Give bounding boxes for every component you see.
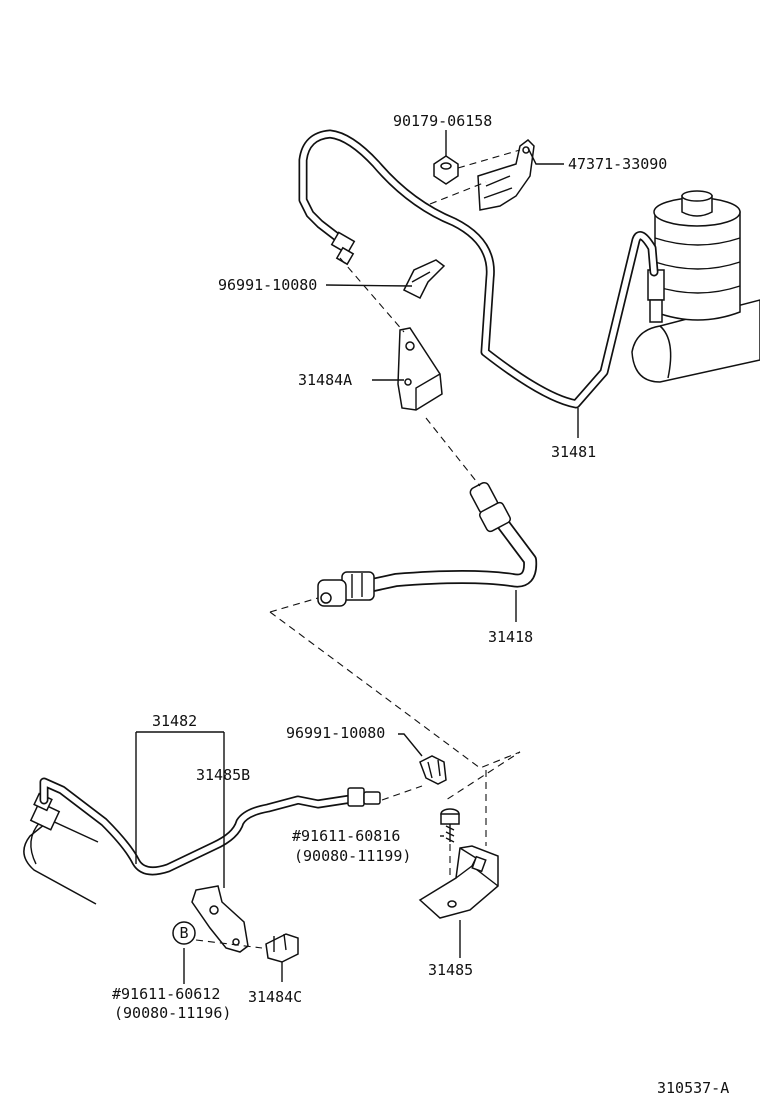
brake-tube-31482 [39, 777, 381, 876]
label-90179-06158: 90179-06158 [393, 112, 492, 130]
label-31485b: 31485B [196, 766, 250, 784]
label-31482: 31482 [152, 712, 197, 730]
label-91611-60816: #91611-60816 [292, 827, 400, 845]
bolt-91611-60816 [440, 808, 460, 843]
label-31418: 31418 [488, 628, 533, 646]
bracket-31485 [418, 845, 499, 919]
flexible-hose-31418 [317, 481, 538, 607]
marker-b: B [172, 921, 196, 945]
clip-96991-10080-bottom [419, 755, 447, 785]
label-90080-11199: (90080-11199) [294, 847, 411, 865]
label-31481: 31481 [551, 443, 596, 461]
label-31485: 31485 [428, 961, 473, 979]
part-labels: 90179-06158 47371-33090 96991-10080 3148… [112, 112, 729, 1097]
label-96991-10080-bottom: 96991-10080 [286, 724, 385, 742]
clip-31484c [265, 933, 299, 963]
clip-96991-10080-top [402, 259, 446, 300]
figure-code: 310537-A [657, 1079, 729, 1097]
bracket-47371-33090 [477, 139, 535, 211]
label-96991-10080-top: 96991-10080 [218, 276, 317, 294]
label-31484a: 31484A [298, 371, 352, 389]
bracket-31484a [397, 327, 443, 411]
leader-lines [135, 130, 579, 984]
brake-tube-31481 [298, 129, 659, 409]
label-90080-11196: (90080-11196) [114, 1004, 231, 1022]
label-31484c: 31484C [248, 988, 302, 1006]
phantom-lines [195, 149, 521, 949]
label-47371-33090: 47371-33090 [568, 155, 667, 173]
master-cylinder-illustration [631, 190, 760, 383]
label-91611-60612: #91611-60612 [112, 985, 220, 1003]
bracket-31485b [191, 885, 249, 953]
marker-b-label: B [179, 924, 188, 942]
nut-90179-06158 [433, 155, 459, 185]
